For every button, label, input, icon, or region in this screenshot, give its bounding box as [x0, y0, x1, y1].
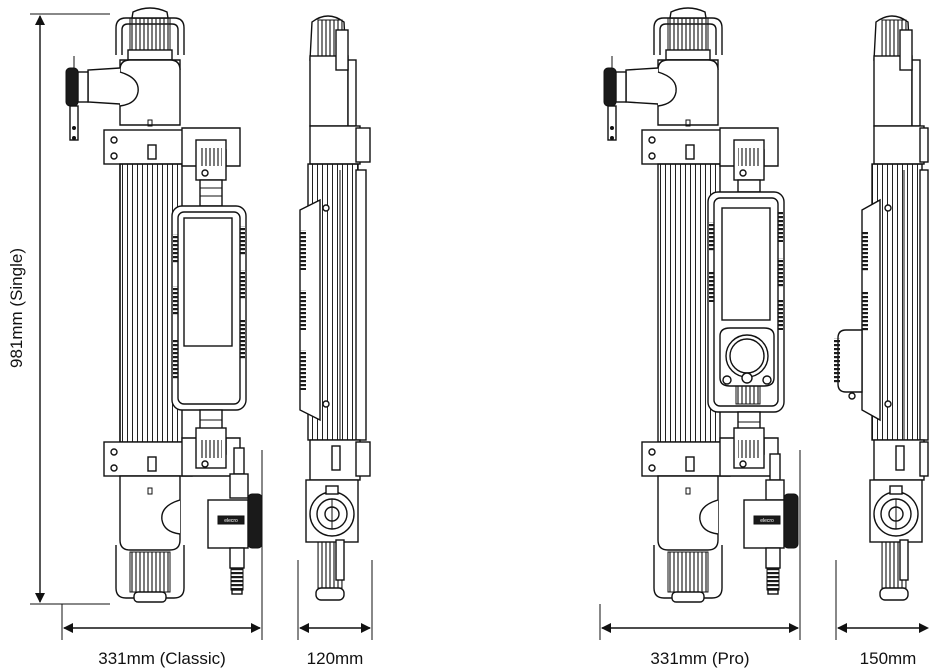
pro-width-label: 331mm (Pro) — [650, 649, 749, 668]
pro-control-unit: elecro — [707, 127, 799, 595]
brand-plate-classic: elecro — [224, 518, 238, 524]
classic-front-view — [65, 7, 193, 603]
pro-width-dimension: 331mm (Pro) — [599, 450, 801, 668]
classic-side-view — [299, 15, 371, 601]
height-label: 981mm (Single) — [7, 248, 26, 368]
classic-control-unit: elecro — [171, 127, 263, 595]
classic-width-label: 331mm (Classic) — [98, 649, 226, 668]
classic-depth-label: 120mm — [307, 649, 364, 668]
pro-depth-dimension: 150mm — [835, 560, 929, 668]
brand-plate-pro: elecro — [760, 518, 774, 524]
pro-depth-label: 150mm — [860, 649, 917, 668]
classic-width-dimension: 331mm (Classic) — [61, 450, 263, 668]
classic-depth-dimension: 120mm — [297, 560, 373, 668]
height-dimension: 981mm (Single) — [7, 13, 110, 605]
pro-side-view — [834, 15, 929, 601]
